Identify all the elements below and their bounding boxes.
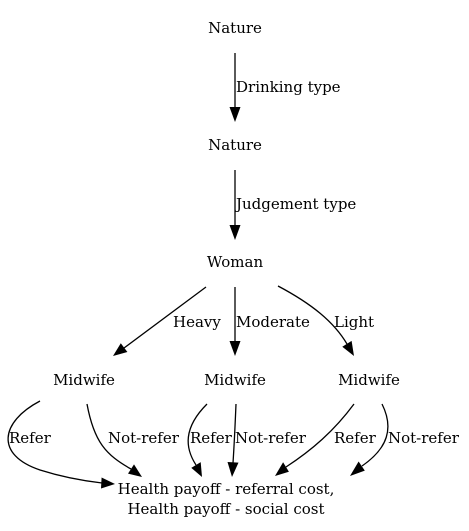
edge-label-light: Light	[334, 313, 374, 331]
edge-left-not-refer	[86, 403, 142, 477]
edge-label-judgement-type: Judgement type	[234, 195, 356, 213]
edge-label-heavy: Heavy	[173, 313, 221, 331]
node-nature-mid: Nature	[208, 136, 262, 154]
edge-label-left-not-refer: Not-refer	[108, 429, 180, 447]
edge-label-left-refer: Refer	[9, 429, 52, 447]
edge-label-right-refer: Refer	[334, 429, 377, 447]
edge-right-refer	[275, 403, 355, 476]
edge-label-center-refer: Refer	[190, 429, 233, 447]
edge-right-not-refer	[350, 403, 389, 476]
node-payoff-line1: Health payoff - referral cost,	[118, 480, 335, 498]
edge-moderate	[229, 287, 241, 356]
edge-left-refer	[7, 400, 115, 489]
edge-label-moderate: Moderate	[236, 313, 310, 331]
edge-label-drinking-type: Drinking type	[236, 78, 341, 96]
node-woman: Woman	[207, 253, 264, 271]
node-payoff-line2: Health payoff - social cost	[127, 500, 324, 518]
edge-drinking-type	[229, 53, 241, 122]
edge-label-center-not-refer: Not-refer	[235, 429, 307, 447]
node-midwife-right: Midwife	[338, 371, 400, 389]
node-midwife-left: Midwife	[53, 371, 115, 389]
edge-judgement-type	[229, 170, 241, 240]
edge-heavy	[113, 286, 207, 356]
node-midwife-center: Midwife	[204, 371, 266, 389]
edge-light	[277, 285, 354, 356]
edge-center-refer	[187, 403, 208, 477]
edge-center-not-refer	[227, 403, 239, 477]
edge-label-right-not-refer: Not-refer	[388, 429, 460, 447]
node-nature-top: Nature	[208, 19, 262, 37]
